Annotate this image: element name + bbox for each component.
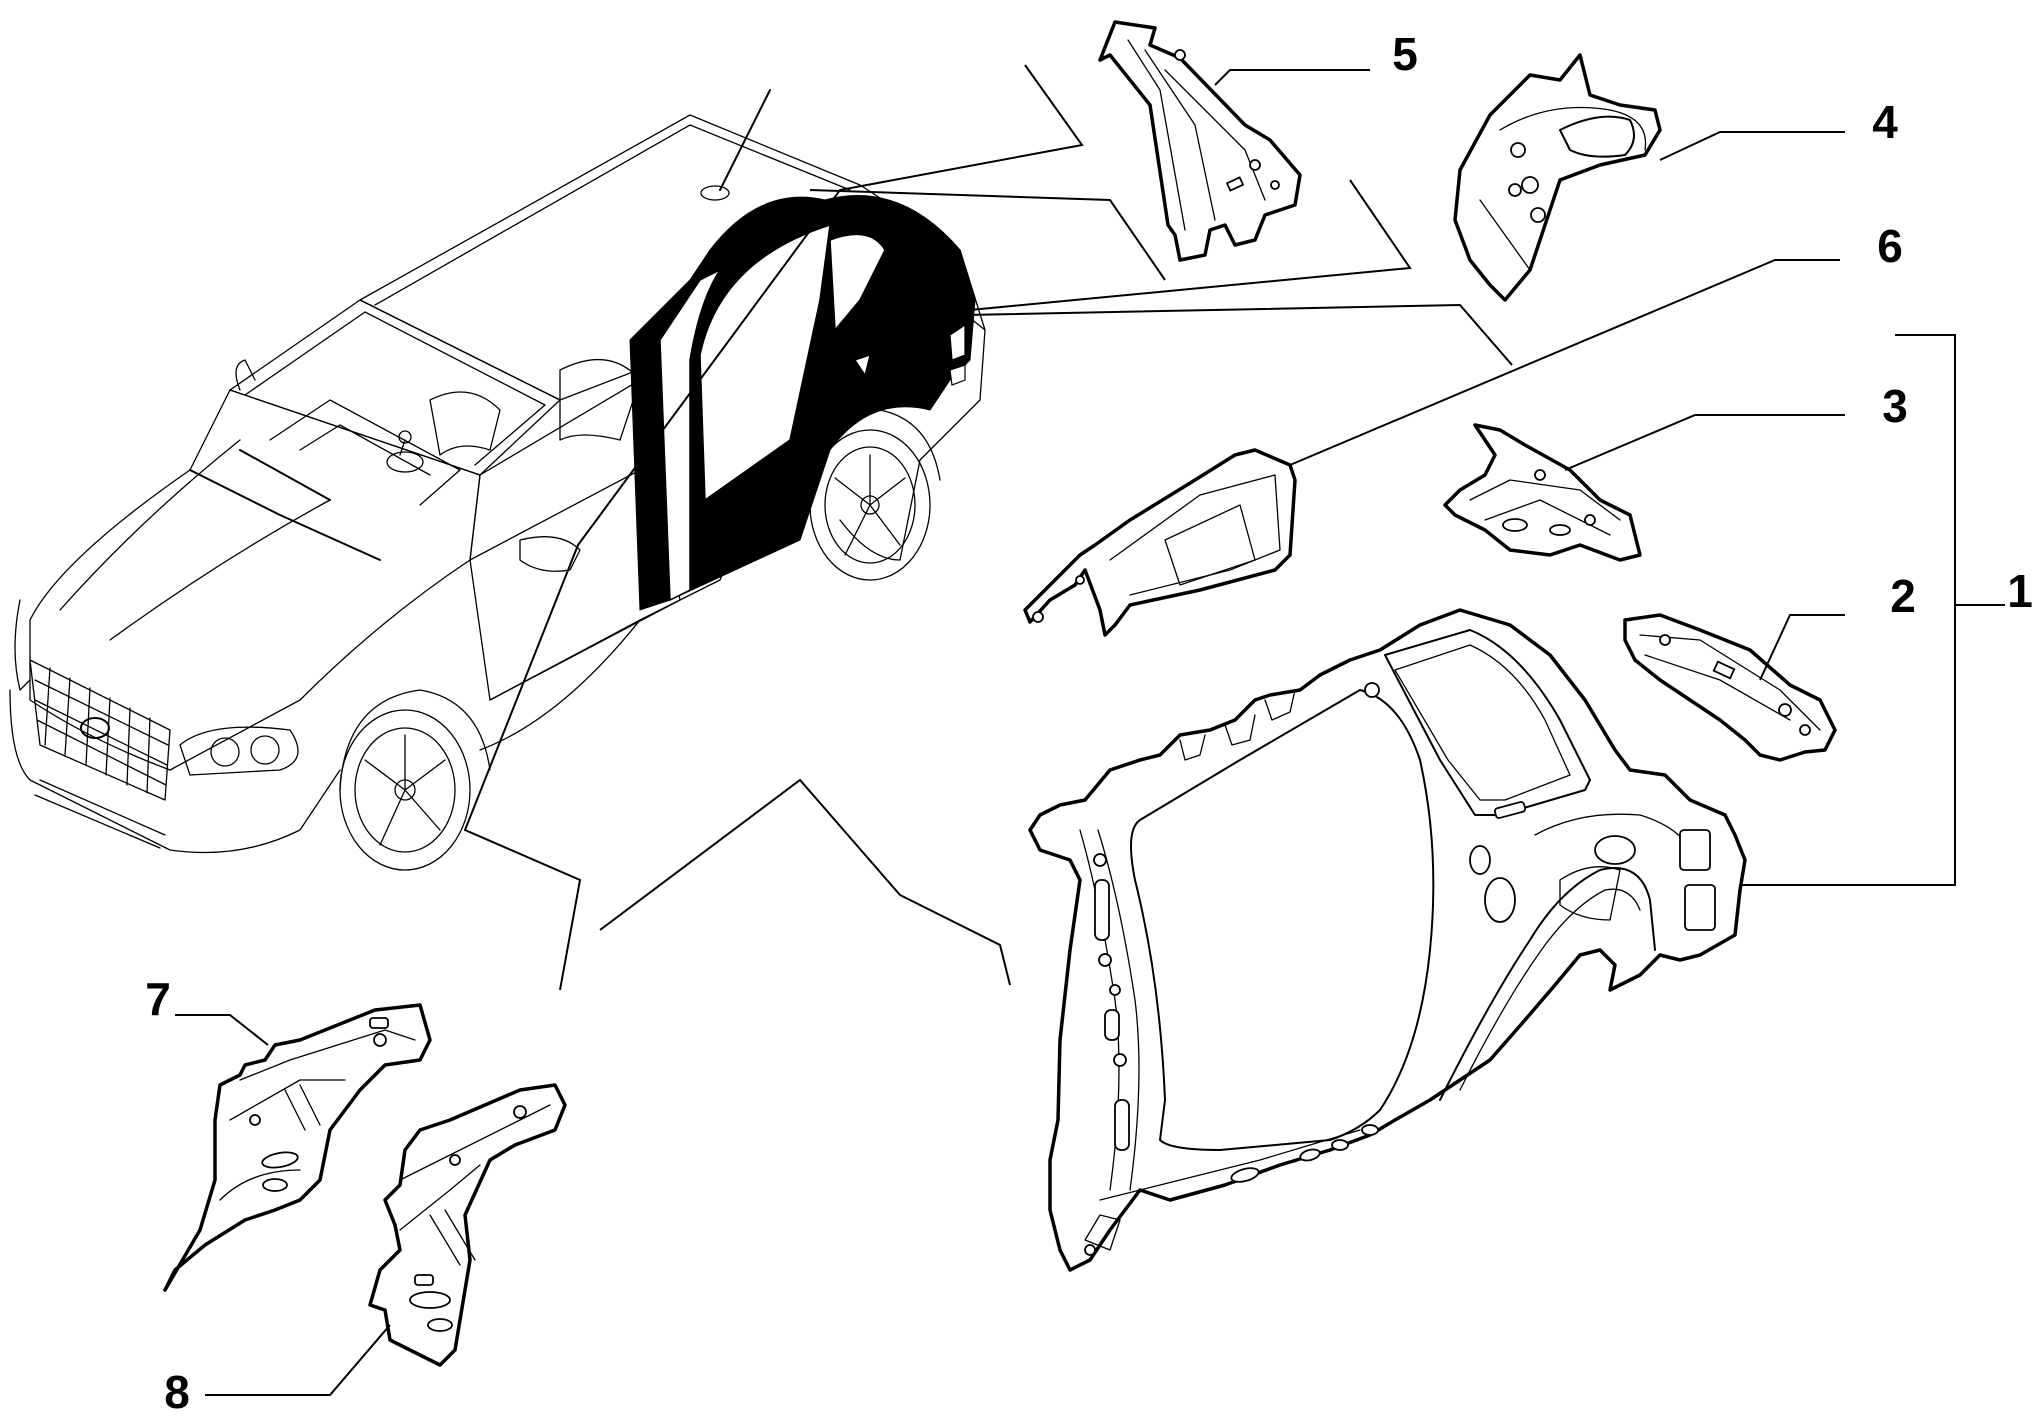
part-7-pillar-lower-reinforcement (163, 1003, 432, 1292)
callout-4: 4 (1872, 96, 1898, 148)
callout-7: 7 (145, 973, 171, 1025)
guide-lines (463, 64, 1513, 991)
callout-leaders (175, 69, 2005, 1396)
part-1-body-side-inner-assembly (1028, 608, 1747, 1272)
car-overview-illustration (9, 89, 986, 871)
part-8-pillar-lower-inner (368, 1083, 567, 1367)
callout-8: 8 (164, 1366, 190, 1418)
callout-5: 5 (1392, 28, 1418, 80)
part-5-pillar-reinforcement (1098, 20, 1302, 262)
callout-labels: 5 4 6 3 2 1 7 8 (145, 28, 2032, 1418)
part-4-wheelhouse-panel (1453, 53, 1662, 302)
callout-1: 1 (2007, 565, 2032, 617)
callout-6: 6 (1877, 220, 1903, 272)
callout-3: 3 (1882, 380, 1908, 432)
part-2-bracket (1623, 613, 1837, 762)
callout-2: 2 (1890, 570, 1916, 622)
part-6-quarter-inner-panel (1023, 448, 1297, 637)
part-3-bracket (1443, 423, 1642, 562)
